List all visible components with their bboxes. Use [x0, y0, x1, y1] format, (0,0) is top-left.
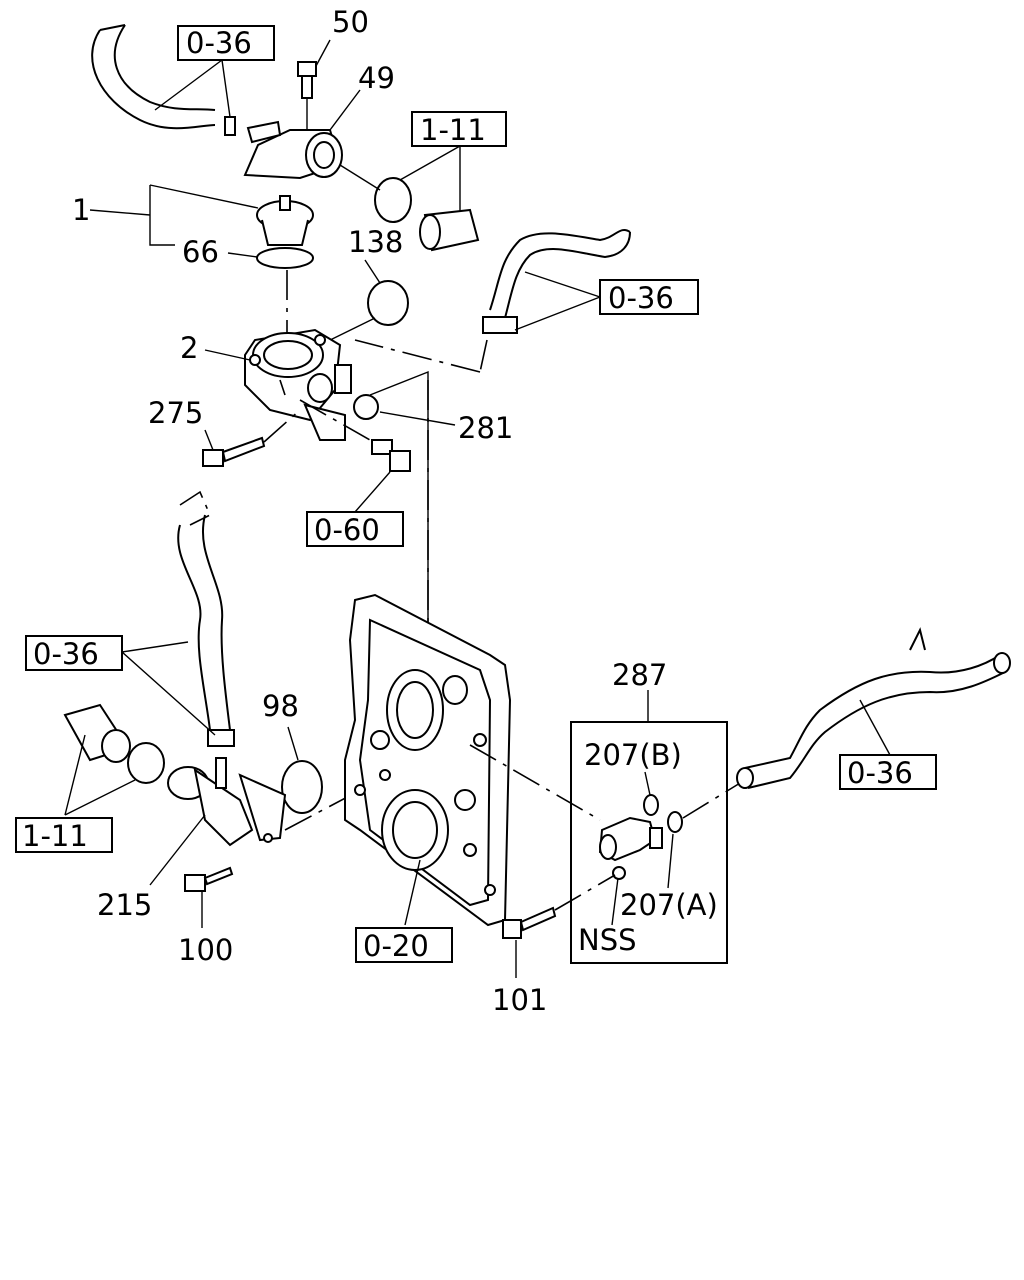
o-ring-281: 281: [353, 370, 513, 700]
callout-138: 138: [348, 225, 403, 259]
water-inlet-pipe-215: 215: [97, 757, 371, 922]
bolt-101: 101: [492, 874, 616, 1017]
temperature-sensor: 0-60: [299, 399, 411, 547]
water-pipe-right: 0-36: [736, 627, 1011, 790]
ref-036-top: 0-36: [186, 26, 252, 60]
radiator-hose-clamp-left: 1-11: [15, 703, 165, 853]
callout-2: 2: [180, 331, 198, 365]
callout-215: 215: [97, 888, 152, 922]
ref-036-left: 0-36: [33, 637, 99, 671]
radiator-hose-clamp-top: 1-11: [339, 111, 507, 252]
bypass-hose-left: 0-36: [25, 490, 235, 747]
ref-020: 0-20: [363, 929, 429, 963]
ref-036-lowright: 0-36: [847, 756, 913, 790]
callout-275: 275: [148, 396, 203, 430]
bolt-100: 100: [178, 866, 233, 967]
ref-111-top: 1-11: [420, 113, 486, 147]
callout-287: 287: [612, 658, 667, 692]
kit-287: 287 207(B) 207(A) NSS: [570, 658, 746, 964]
ref-060: 0-60: [314, 513, 380, 547]
callout-100: 100: [178, 933, 233, 967]
upper-bypass-hose: [91, 24, 236, 136]
gasket-98: 98: [262, 689, 323, 814]
o-ring-138: 138: [319, 225, 409, 346]
thermostat-cover-49: 49: [243, 61, 395, 180]
callout-98: 98: [262, 689, 299, 723]
callout-49: 49: [358, 61, 395, 95]
callout-207b: 207(B): [584, 738, 682, 772]
callout-50: 50: [332, 5, 369, 39]
heater-hose-right: 0-36: [354, 229, 699, 373]
ref-111-left: 1-11: [22, 819, 88, 853]
callout-1: 1: [72, 193, 90, 227]
callout-281: 281: [458, 411, 513, 445]
thermostat-housing-2: 2: [180, 328, 352, 441]
thermostat-1: 1 66: [72, 184, 314, 345]
timing-gear-case: 0-20: [344, 593, 601, 963]
kit-box: [570, 721, 728, 964]
label-nss: NSS: [578, 923, 637, 957]
bolt-50: 50: [297, 5, 369, 130]
ref-036-right: 0-36: [608, 281, 674, 315]
bolt-275: 275: [148, 396, 301, 467]
ref-box-036-top: 0-36: [154, 25, 275, 118]
callout-66: 66: [182, 235, 219, 269]
callout-207a: 207(A): [620, 888, 718, 922]
callout-101: 101: [492, 983, 547, 1017]
